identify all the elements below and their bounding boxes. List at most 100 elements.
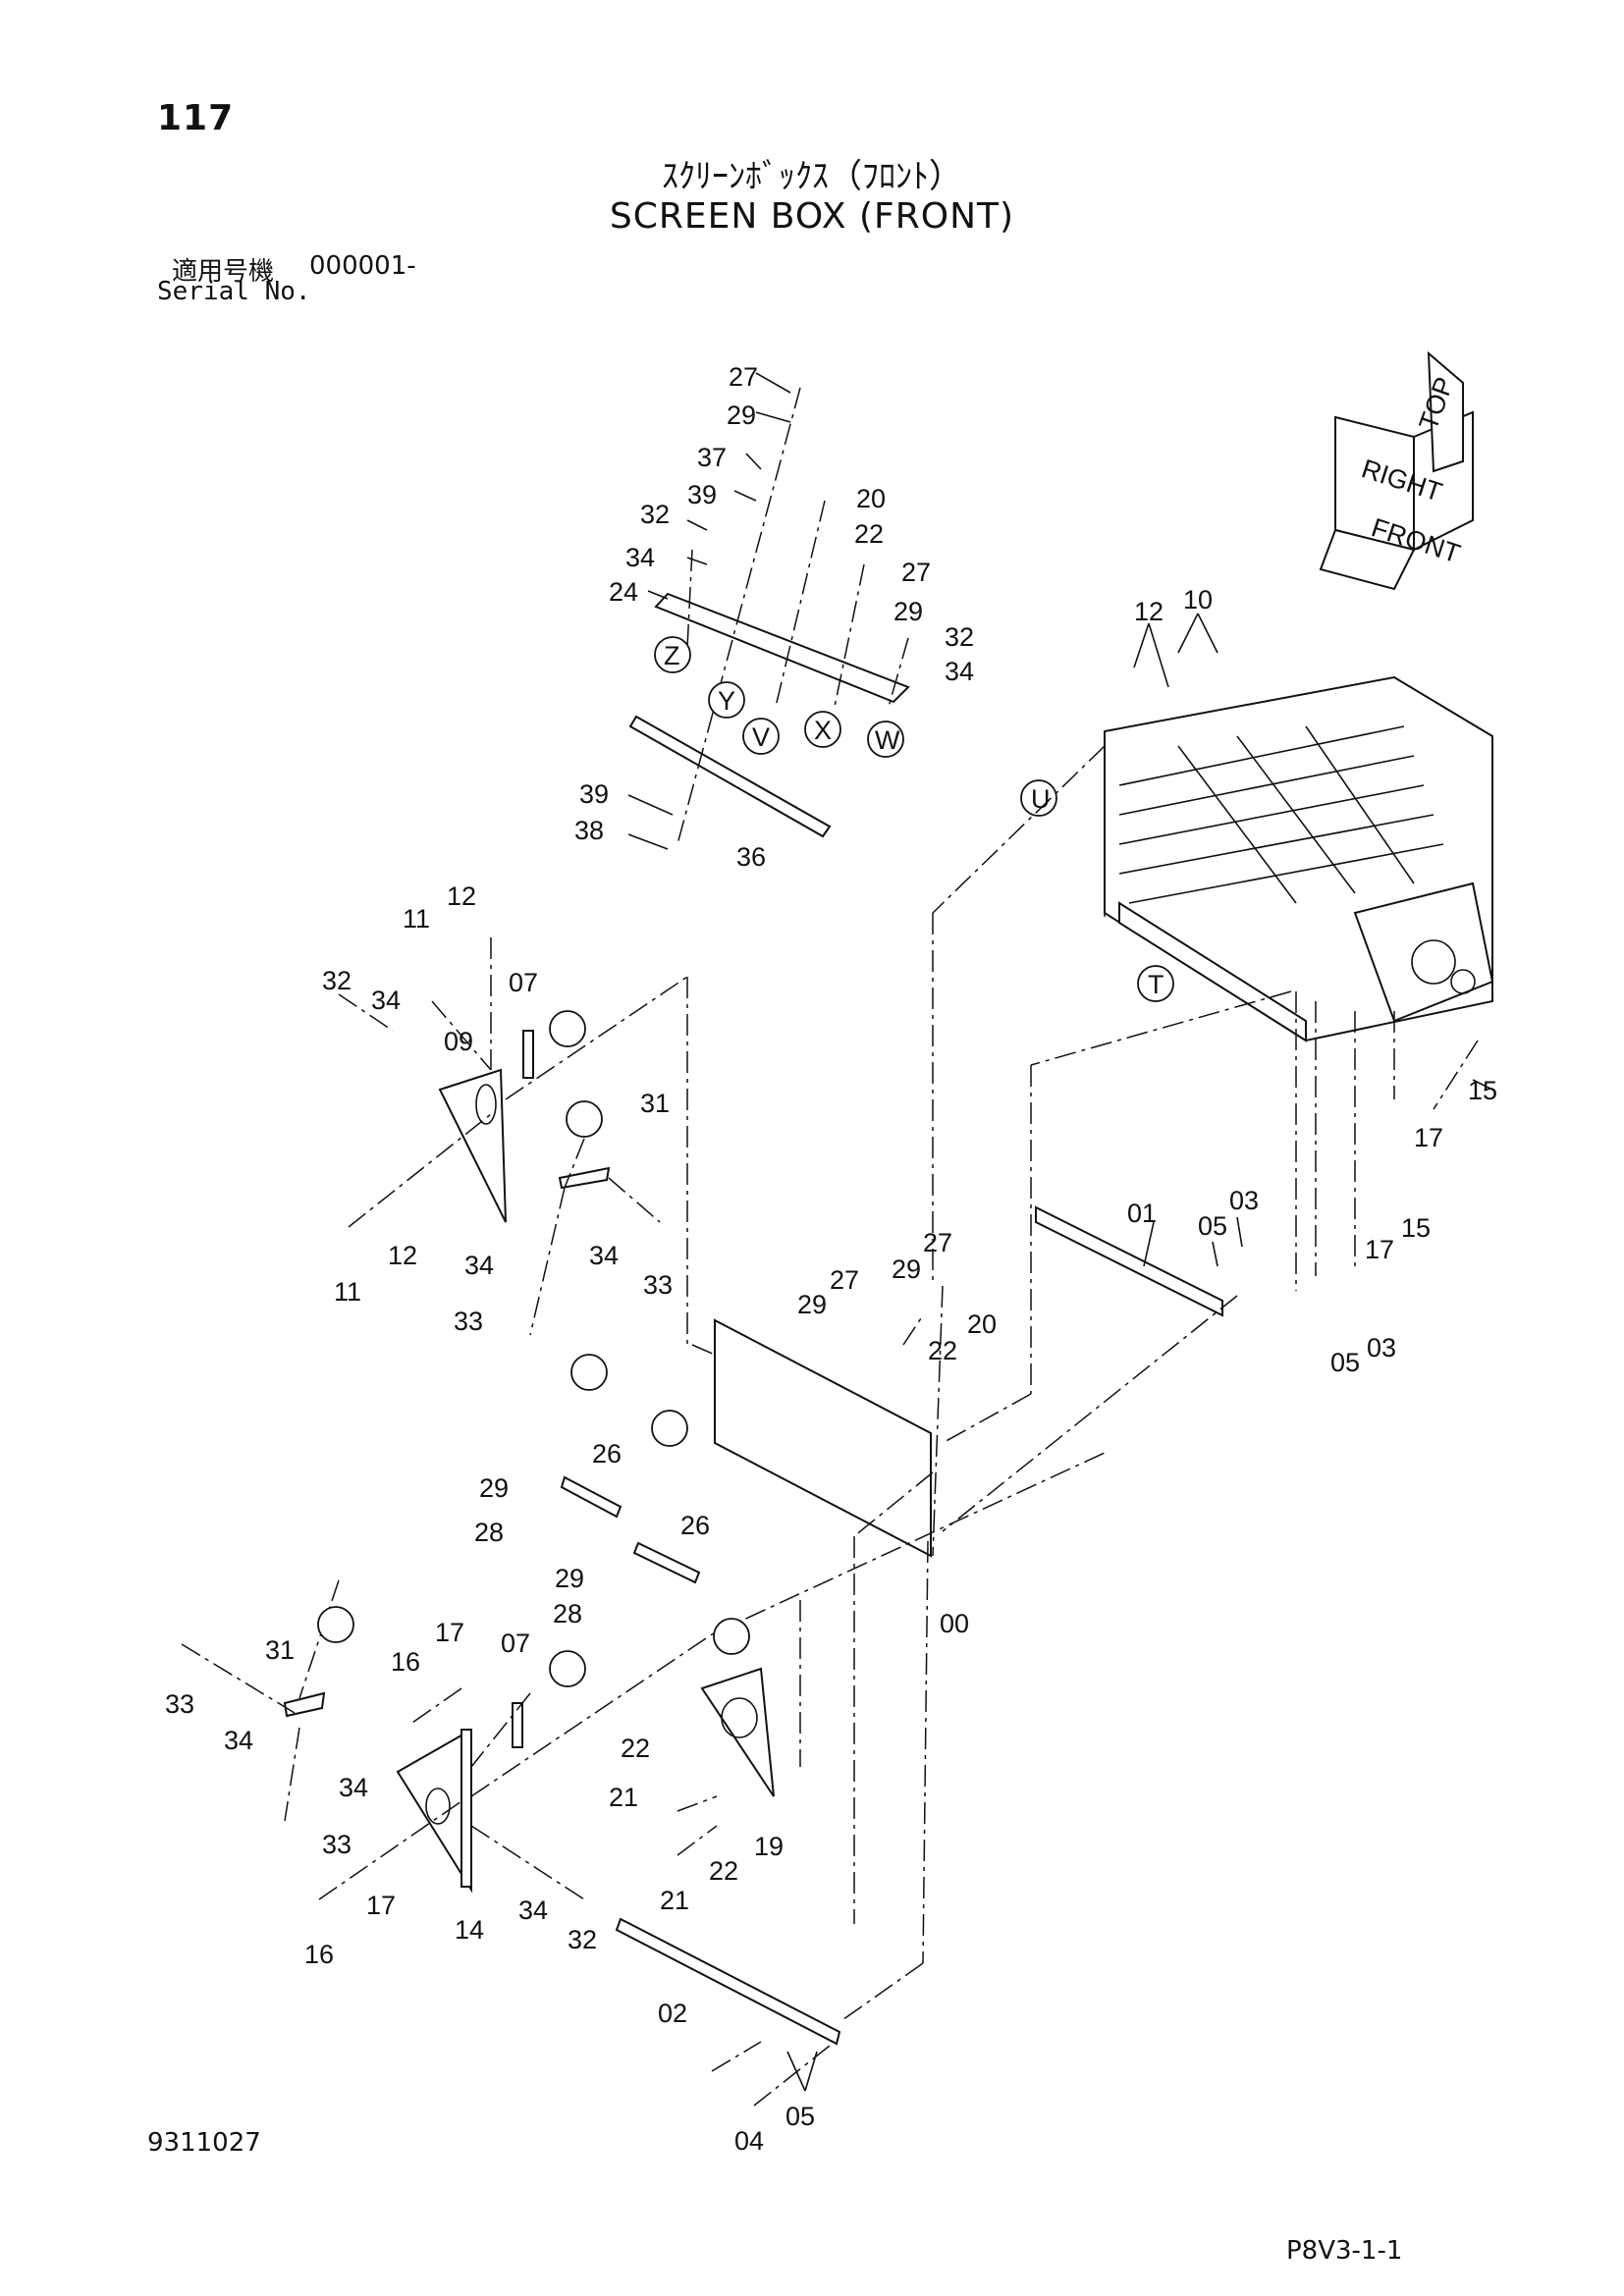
- callout-34-left: 34: [371, 986, 401, 1015]
- callout-12b: 12: [388, 1241, 417, 1270]
- callout-27b: 27: [901, 558, 931, 587]
- callout-39: 39: [687, 480, 717, 509]
- orientation-indicator: RIGHT FRONT TOP: [1319, 350, 1474, 591]
- right-leaders: [932, 613, 1493, 1394]
- callout-28b: 28: [553, 1599, 582, 1629]
- callout-29b-center: 29: [797, 1290, 827, 1319]
- callout-22b-lower: 22: [709, 1856, 738, 1886]
- callout-17b: 17: [1365, 1235, 1394, 1264]
- callout-28a: 28: [474, 1518, 504, 1547]
- callout-32: 32: [640, 500, 670, 529]
- serial-label-japanese: 適用号機: [172, 257, 275, 287]
- callout-34b-lower: 34: [339, 1773, 368, 1802]
- reference-circles-left: [549, 1010, 688, 1447]
- right-callouts: 12 10 01 05 03 15 17 15 17 05 03: [1127, 585, 1497, 1377]
- callout-16b: 16: [304, 1940, 334, 1969]
- callout-27b-center: 27: [830, 1265, 859, 1295]
- bracket-26b: [632, 1541, 701, 1584]
- bracket-31-upper: [558, 1166, 611, 1190]
- ref-T: T: [1148, 970, 1164, 999]
- callout-15a: 15: [1468, 1076, 1497, 1105]
- callout-26b: 26: [680, 1511, 710, 1540]
- serial-number-value: 000001-: [309, 251, 416, 281]
- ref-W: W: [875, 725, 900, 755]
- center-leaders: [691, 1285, 1238, 2023]
- callout-29-center: 29: [892, 1255, 921, 1284]
- callout-21b: 21: [660, 1886, 689, 1915]
- callout-29b: 29: [893, 597, 923, 626]
- callout-03b: 03: [1367, 1333, 1396, 1362]
- callout-39b: 39: [579, 779, 609, 809]
- cover-plate-24: [654, 592, 910, 704]
- callout-27-center: 27: [923, 1228, 952, 1257]
- bar-02: [615, 1917, 841, 2046]
- ref-V: V: [752, 722, 770, 752]
- bracket-07-upper: [522, 1030, 534, 1079]
- callout-31-lower: 31: [265, 1635, 295, 1665]
- gusset-09: [438, 1068, 507, 1223]
- callout-34: 34: [625, 543, 655, 572]
- callout-24: 24: [609, 577, 638, 607]
- ref-U: U: [1031, 784, 1051, 814]
- callout-34c: 34: [464, 1251, 494, 1280]
- bracket-26a: [560, 1475, 623, 1519]
- callout-36: 36: [736, 842, 766, 872]
- callout-17b: 17: [366, 1891, 396, 1920]
- callout-12: 12: [447, 881, 476, 911]
- callout-04: 04: [734, 2126, 764, 2156]
- callout-10: 10: [1183, 585, 1213, 614]
- ref-Z: Z: [664, 641, 680, 670]
- ref-X: X: [814, 716, 832, 745]
- left-upper-leaders: [338, 937, 688, 1345]
- front-plate-00: [714, 1318, 932, 1558]
- callout-16a: 16: [391, 1647, 420, 1677]
- center-callouts: 27 29 29 27 22 20 26 29 28 26 29 28 00: [474, 1228, 997, 1638]
- callout-21a: 21: [609, 1783, 638, 1812]
- callout-05b: 05: [1330, 1348, 1360, 1377]
- strip-36: [628, 715, 832, 838]
- callout-33-lower: 33: [165, 1689, 194, 1719]
- callout-01: 01: [1127, 1199, 1157, 1228]
- callout-32-left: 32: [322, 966, 352, 995]
- callout-12-right: 12: [1134, 597, 1164, 626]
- callout-11b: 11: [334, 1277, 361, 1307]
- bracket-31-lower: [283, 1691, 326, 1718]
- lower-callouts: 31 33 34 34 33 16 17 07 14 16 17 34 32 2…: [165, 1618, 815, 2156]
- gusset-14: [396, 1729, 473, 1894]
- callout-33b-lower: 33: [322, 1830, 352, 1859]
- serial-label-english: Serial No.: [157, 277, 311, 306]
- callout-15b: 15: [1401, 1213, 1431, 1243]
- top-callouts: 27 29 37 39 32 34 24 20 22 27 29 32 34 3…: [574, 362, 974, 872]
- page-code: P8V3-1-1: [1286, 2236, 1403, 2266]
- callout-22-center: 22: [928, 1336, 957, 1365]
- callout-26a: 26: [592, 1439, 622, 1468]
- ref-Y: Y: [718, 686, 735, 716]
- callout-20-center: 20: [967, 1309, 997, 1339]
- bracket-07-lower: [512, 1702, 523, 1748]
- callout-34e-lower: 34: [518, 1896, 548, 1925]
- reference-circles-lower: [317, 1606, 750, 1687]
- reference-circles-top: Z Y V X W U T: [654, 636, 1174, 1002]
- title-japanese: ｽｸﾘｰﾝﾎﾞｯｸｽ（ﾌﾛﾝﾄ）: [662, 157, 962, 196]
- callout-27: 27: [729, 362, 758, 392]
- callout-31-upper: 31: [640, 1089, 670, 1118]
- callout-33a: 33: [643, 1270, 673, 1300]
- callout-19: 19: [754, 1832, 784, 1861]
- callout-17a: 17: [435, 1618, 464, 1647]
- callout-09: 09: [444, 1027, 473, 1056]
- callout-02: 02: [658, 1999, 687, 2028]
- callout-37: 37: [697, 443, 727, 472]
- callout-22: 22: [854, 519, 884, 549]
- gusset-19: [700, 1667, 775, 1797]
- callout-34d: 34: [589, 1241, 619, 1270]
- title-english: SCREEN BOX (FRONT): [609, 196, 1015, 237]
- callout-11: 11: [403, 904, 430, 934]
- callout-22a-lower: 22: [621, 1734, 650, 1763]
- top-leaders: [627, 372, 909, 850]
- callout-32-lower: 32: [568, 1925, 597, 1954]
- callout-03-right: 03: [1229, 1186, 1259, 1215]
- callout-38: 38: [574, 816, 604, 845]
- callout-00: 00: [940, 1609, 969, 1638]
- drawing-number: 9311027: [147, 2128, 261, 2158]
